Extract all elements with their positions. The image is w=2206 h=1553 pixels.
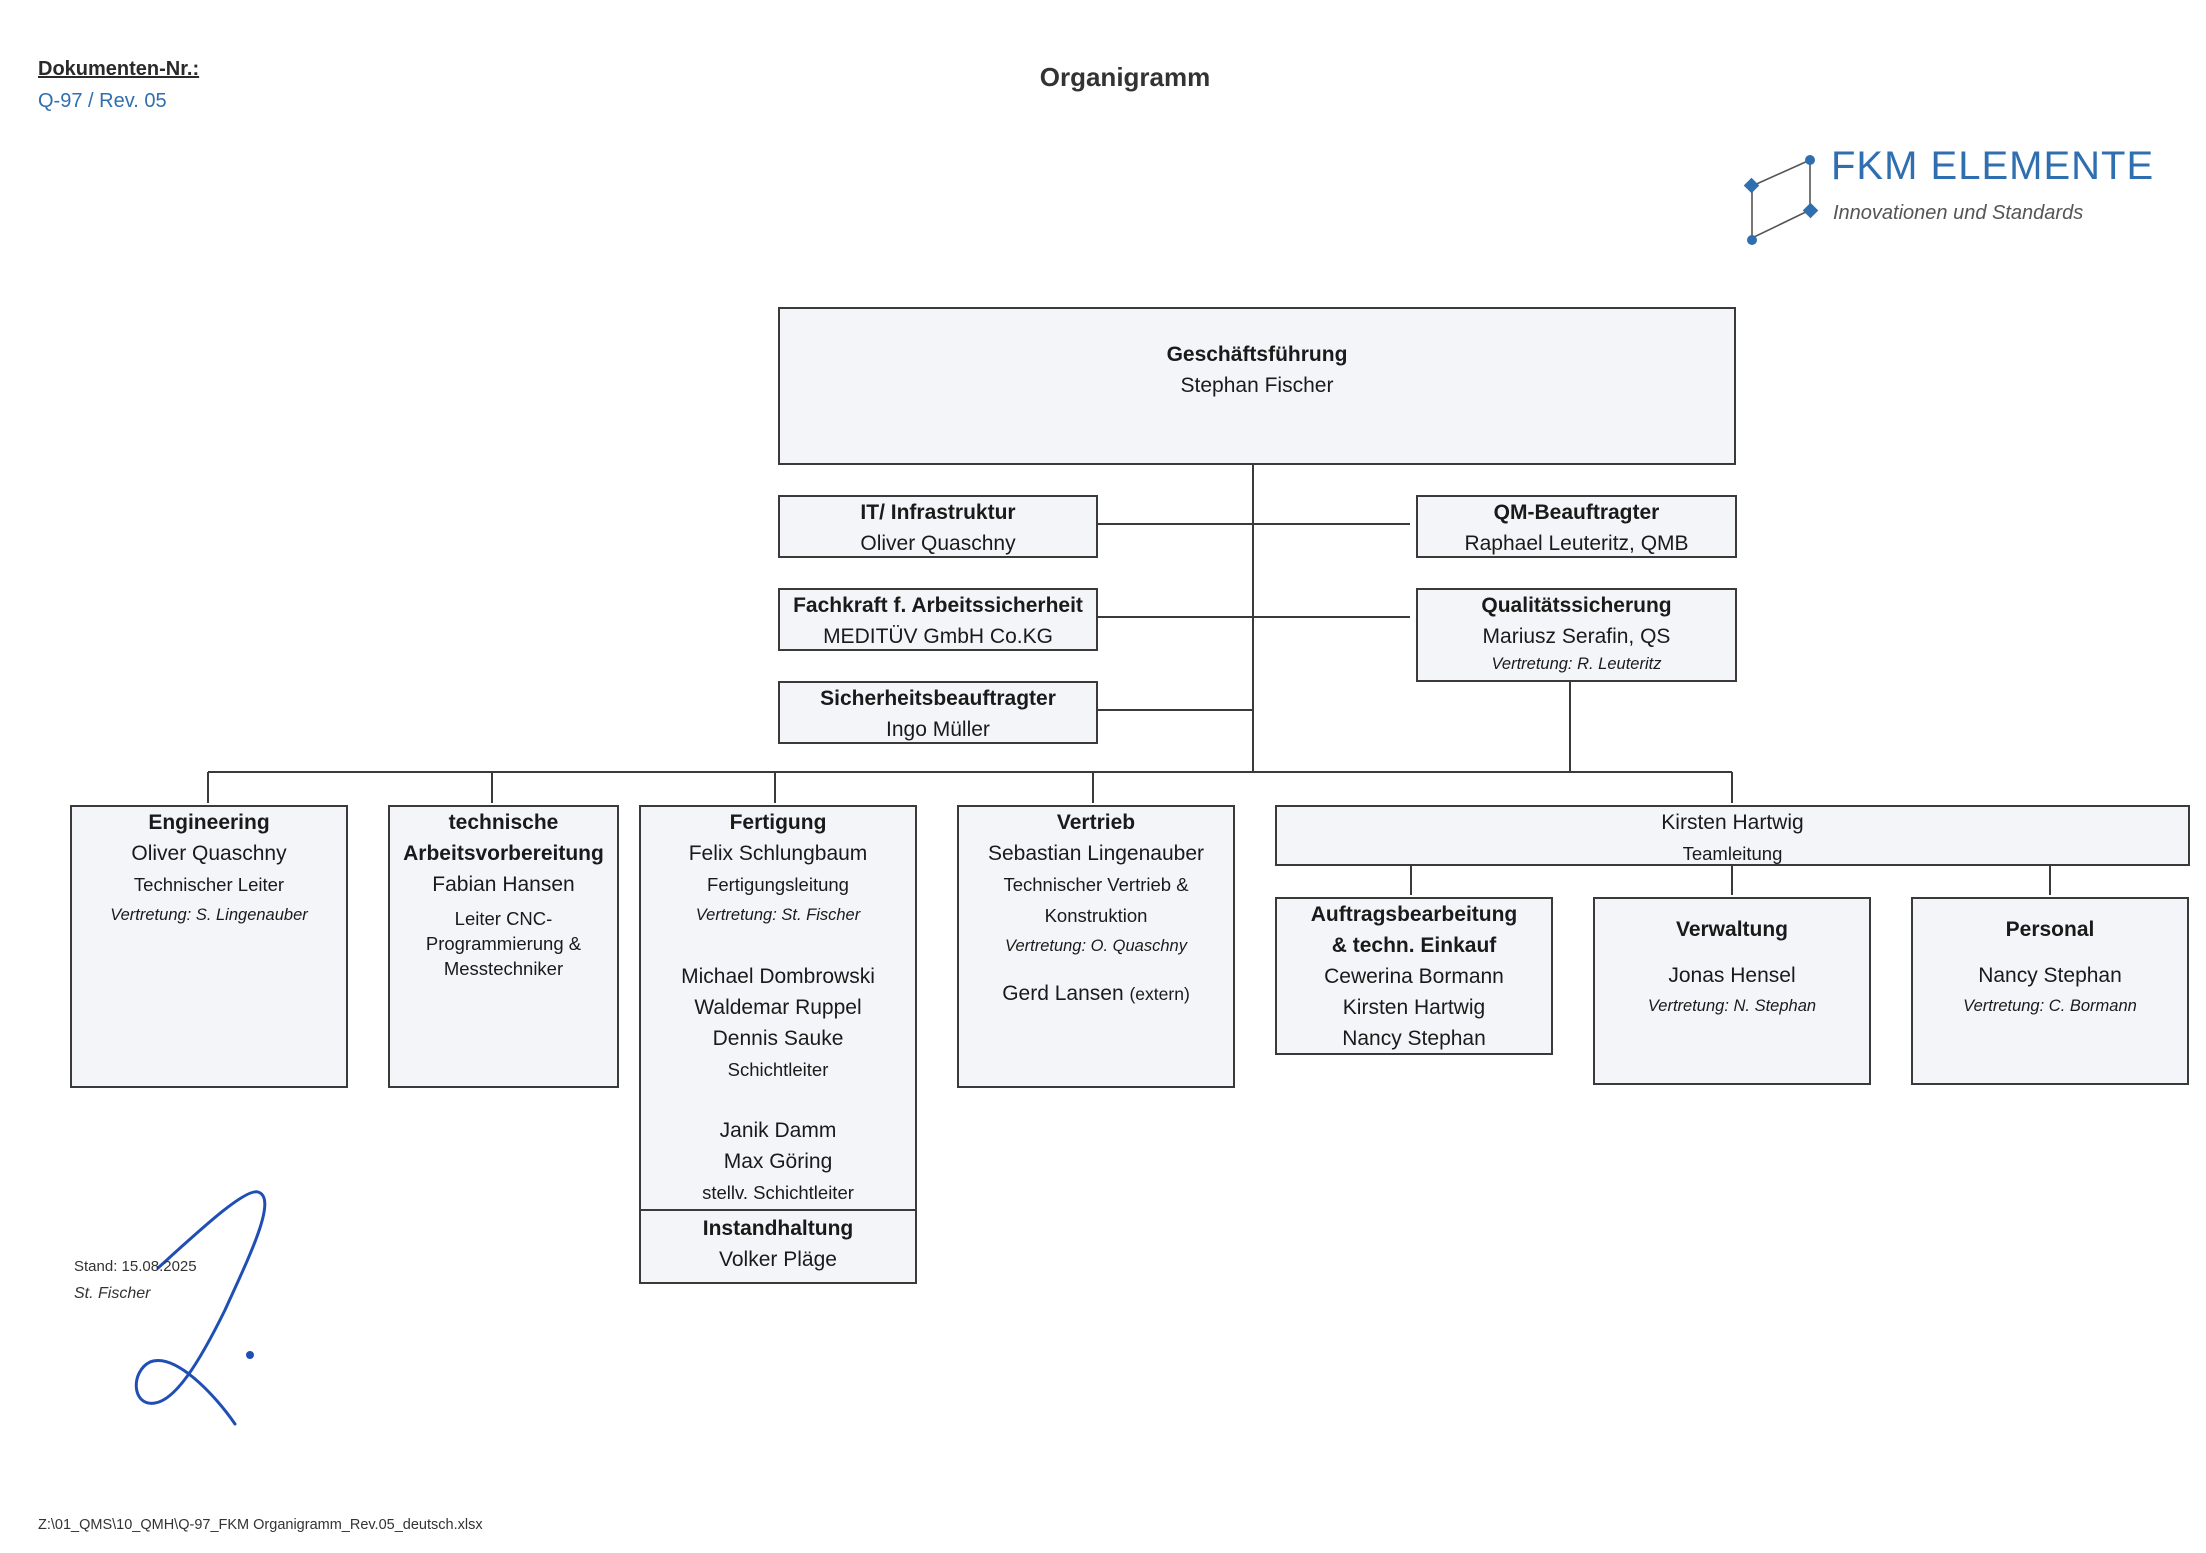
box-auftrag: Auftragsbearbeitung & techn. Einkauf Cew… xyxy=(1275,897,1553,1055)
box-fertigung: Fertigung Felix Schlungbaum Fertigungsle… xyxy=(639,805,917,1211)
document-number-value: Q-97 / Rev. 05 xyxy=(38,90,167,112)
safety-officer-name: Ingo Müller xyxy=(886,718,990,741)
box-personal: Personal Nancy Stephan Vertretung: C. Bo… xyxy=(1911,897,2189,1085)
vertrieb-external-name: Gerd Lansen xyxy=(1002,982,1124,1005)
safety-officer-title: Sicherheitsbeauftragter xyxy=(820,687,1056,710)
safety-specialist-name: MEDITÜV GmbH Co.KG xyxy=(823,625,1053,648)
auftrag-person-2: Kirsten Hartwig xyxy=(1342,996,1486,1019)
team-lead-role: Teamleitung xyxy=(1682,843,1783,864)
personal-deputy: Vertretung: C. Bormann xyxy=(1963,997,2137,1015)
instandhaltung-name: Volker Pläge xyxy=(719,1248,837,1271)
logo-tagline: Innovationen und Standards xyxy=(1833,202,2084,224)
tav-title-1: technische xyxy=(448,811,559,834)
vertrieb-role-1: Technischer Vertrieb & xyxy=(1003,874,1189,895)
engineering-name: Oliver Quaschny xyxy=(131,842,287,865)
engineering-role: Technischer Leiter xyxy=(133,874,285,895)
instandhaltung-title: Instandhaltung xyxy=(702,1217,854,1240)
qs-deputy: Vertretung: R. Leuteritz xyxy=(1491,655,1662,673)
fertigung-deputy-shift-1: Janik Damm xyxy=(719,1119,837,1142)
auftrag-title-2: & techn. Einkauf xyxy=(1331,934,1497,957)
vertrieb-deputy: Vertretung: O. Quaschny xyxy=(1005,937,1187,955)
qs-title: Qualitätssicherung xyxy=(1481,594,1672,617)
fertigung-title: Fertigung xyxy=(729,811,827,834)
qm-title: QM-Beauftragter xyxy=(1493,501,1660,524)
verwaltung-title: Verwaltung xyxy=(1675,918,1789,941)
page-title: Organigramm xyxy=(1039,62,1211,92)
fertigung-deputy-shift-2: Max Göring xyxy=(723,1150,833,1173)
fertigung-deputy: Vertretung: St. Fischer xyxy=(695,906,861,924)
qm-name: Raphael Leuteritz, QMB xyxy=(1464,532,1689,555)
engineering-deputy: Vertretung: S. Lingenauber xyxy=(110,906,308,924)
verwaltung-deputy: Vertretung: N. Stephan xyxy=(1647,997,1817,1015)
vertrieb-title: Vertrieb xyxy=(1056,811,1136,834)
fertigung-role: Fertigungsleitung xyxy=(707,874,849,895)
logo-mark-icon xyxy=(1743,155,1819,245)
tav-name: Fabian Hansen xyxy=(432,873,575,896)
engineering-title: Engineering xyxy=(148,811,270,834)
box-it: IT/ Infrastruktur Oliver Quaschny xyxy=(778,495,1098,558)
signature-icon xyxy=(134,1190,267,1426)
vertrieb-name: Sebastian Lingenauber xyxy=(987,842,1204,865)
fertigung-shift-1: Michael Dombrowski xyxy=(681,965,875,988)
it-name: Oliver Quaschny xyxy=(860,532,1016,555)
box-engineering: Engineering Oliver Quaschny Technischer … xyxy=(70,805,348,1088)
fertigung-name: Felix Schlungbaum xyxy=(688,842,868,865)
vertrieb-role-2: Konstruktion xyxy=(1044,905,1148,926)
vertrieb-external-tag: (extern) xyxy=(1129,984,1190,1004)
personal-title: Personal xyxy=(2005,918,2095,941)
tav-role-3: Messtechniker xyxy=(443,958,564,979)
verwaltung-name: Jonas Hensel xyxy=(1668,964,1796,987)
it-title: IT/ Infrastruktur xyxy=(860,501,1016,524)
box-qs: Qualitätssicherung Mariusz Serafin, QS V… xyxy=(1416,588,1737,682)
box-team-lead: Kirsten Hartwig Teamleitung xyxy=(1275,805,2190,866)
fertigung-shift-role: Schichtleiter xyxy=(727,1059,829,1080)
stand-signatory: St. Fischer xyxy=(74,1285,151,1302)
stand-date: Stand: 15.08.2025 xyxy=(74,1258,197,1275)
box-verwaltung: Verwaltung Jonas Hensel Vertretung: N. S… xyxy=(1593,897,1871,1085)
logo-name: FKM ELEMENTE xyxy=(1831,144,2155,188)
document-number-label: Dokumenten-Nr.: xyxy=(38,58,200,80)
team-lead-name: Kirsten Hartwig xyxy=(1661,811,1804,834)
box-safety-specialist: Fachkraft f. Arbeitssicherheit MEDITÜV G… xyxy=(778,588,1098,651)
auftrag-title-1: Auftragsbearbeitung xyxy=(1310,903,1518,926)
box-ceo: Geschäftsführung Stephan Fischer xyxy=(778,307,1736,465)
box-vertrieb: Vertrieb Sebastian Lingenauber Technisch… xyxy=(957,805,1235,1088)
fertigung-shift-3: Dennis Sauke xyxy=(712,1027,844,1050)
ceo-title: Geschäftsführung xyxy=(1166,343,1348,366)
auftrag-person-3: Nancy Stephan xyxy=(1342,1027,1486,1050)
tav-title-2: Arbeitsvorbereitung xyxy=(403,842,604,865)
qs-name: Mariusz Serafin, QS xyxy=(1482,625,1671,648)
fertigung-deputy-shift-role: stellv. Schichtleiter xyxy=(702,1182,854,1203)
box-safety-officer: Sicherheitsbeauftragter Ingo Müller xyxy=(778,681,1098,744)
tav-role-2: Programmierung & xyxy=(425,933,582,954)
safety-specialist-title: Fachkraft f. Arbeitssicherheit xyxy=(793,594,1083,617)
box-qm: QM-Beauftragter Raphael Leuteritz, QMB xyxy=(1416,495,1737,558)
tav-role-1: Leiter CNC- xyxy=(454,908,553,929)
box-tav: technische Arbeitsvorbereitung Fabian Ha… xyxy=(388,805,619,1088)
box-instandhaltung: Instandhaltung Volker Pläge xyxy=(639,1209,917,1284)
ceo-name: Stephan Fischer xyxy=(1180,374,1334,397)
auftrag-person-1: Cewerina Bormann xyxy=(1324,965,1504,988)
personal-name: Nancy Stephan xyxy=(1978,964,2122,987)
fertigung-shift-2: Waldemar Ruppel xyxy=(694,996,862,1019)
file-path: Z:\01_QMS\10_QMH\Q-97_FKM Organigramm_Re… xyxy=(38,1517,483,1533)
vertrieb-external: Gerd Lansen (extern) xyxy=(1002,978,1190,1010)
